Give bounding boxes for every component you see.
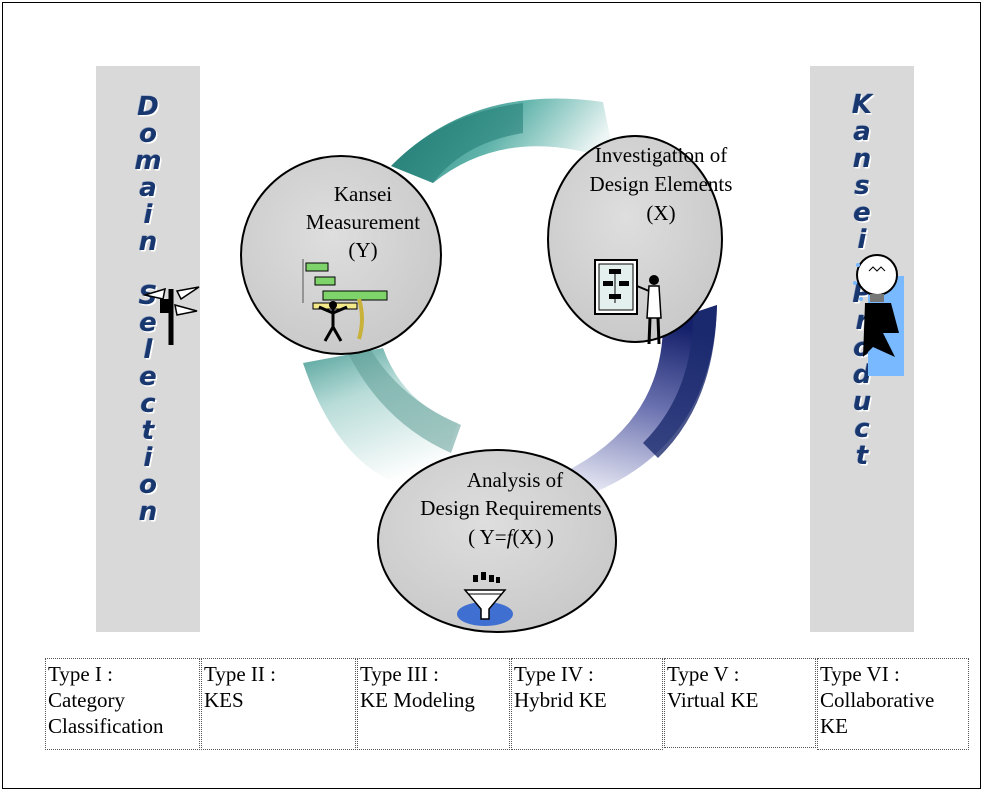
type-description: Virtual KE (667, 688, 759, 712)
funnel-clipart-icon (457, 572, 513, 626)
lightbulb-person-icon (853, 254, 904, 376)
type-title: Type III : (360, 662, 439, 686)
domain-selection-letter: m (134, 146, 162, 176)
domain-selection-letter: D (137, 92, 159, 122)
type-title: Type VI : (820, 662, 900, 686)
cycle-diagram: Kansei Measurement (Y) Investigation of … (142, 98, 904, 633)
kansei-product-letter: t (855, 441, 869, 471)
domain-selection-letter: a (139, 173, 157, 203)
investigation-circle (547, 135, 723, 343)
kansei-product-letter: s (854, 171, 870, 201)
domain-selection-letter: c (140, 389, 156, 419)
signpost-icon (142, 286, 200, 345)
measurement-clipart-icon (302, 259, 388, 342)
ring-arc-left (303, 348, 458, 493)
analysis-line1: Analysis of (467, 468, 563, 492)
kansei-product-letter: a (853, 117, 871, 147)
ring-arc-right-edge (643, 305, 717, 458)
investigation-line3: (X) (646, 201, 675, 225)
kansei-product-letter: u (852, 387, 872, 417)
kansei-product-letter: e (853, 198, 871, 228)
type-description: Category Classification (48, 688, 164, 738)
type-cell: Type V :Virtual KE (664, 658, 816, 748)
presenter-clipart-icon (594, 259, 662, 345)
type-title: Type V : (667, 662, 740, 686)
type-title: Type II : (204, 662, 277, 686)
kansei-line1: Kansei (334, 182, 392, 206)
type-cell: Type IV :Hybrid KE (511, 658, 663, 750)
domain-selection-letter: i (143, 443, 153, 473)
kansei-product-letter: c (854, 414, 870, 444)
type-description: KES (204, 688, 244, 712)
type-cell: Type VI :Collaborative KE (817, 658, 969, 750)
kansei-product-letter: K (851, 90, 873, 120)
type-cell: Type II :KES (201, 658, 356, 750)
domain-selection-letter: n (138, 227, 158, 257)
domain-selection-letter: i (143, 200, 153, 230)
domain-selection-letter: l (143, 335, 153, 365)
ring-arc-top-dark (391, 103, 523, 183)
ring-arc-left-shade (348, 345, 461, 453)
analysis-line2: Design Requirements (420, 496, 601, 520)
domain-selection-letter: n (138, 497, 158, 527)
kansei-product-letter: n (852, 144, 872, 174)
kansei-line2: Measurement (306, 210, 420, 234)
kansei-line3: (Y) (348, 238, 377, 262)
analysis-line3: ( Y=f(X) ) (468, 525, 554, 549)
type-title: Type I : (48, 662, 114, 686)
domain-selection-letter: t (141, 416, 155, 446)
type-cell: Type I :Category Classification (45, 658, 200, 750)
kansei-measurement-circle (240, 155, 442, 355)
domain-selection-letter: e (139, 308, 157, 338)
type-cell: Type III :KE Modeling (357, 658, 510, 750)
kansei-product-letter: d (852, 360, 872, 390)
domain-selection-letter: o (139, 470, 157, 500)
ring-arc-right (563, 305, 717, 493)
analysis-circle (377, 449, 617, 633)
domain-selection-letter: o (139, 119, 157, 149)
type-description: Collaborative KE (820, 688, 935, 738)
investigation-line2: Design Elements (590, 172, 733, 196)
type-description: Hybrid KE (514, 688, 607, 712)
type-title: Type IV : (514, 662, 594, 686)
investigation-line1: Investigation of (595, 143, 727, 167)
domain-selection-letter: e (139, 362, 157, 392)
type-description: KE Modeling (360, 688, 475, 712)
kansei-product-letter: i (857, 225, 867, 255)
